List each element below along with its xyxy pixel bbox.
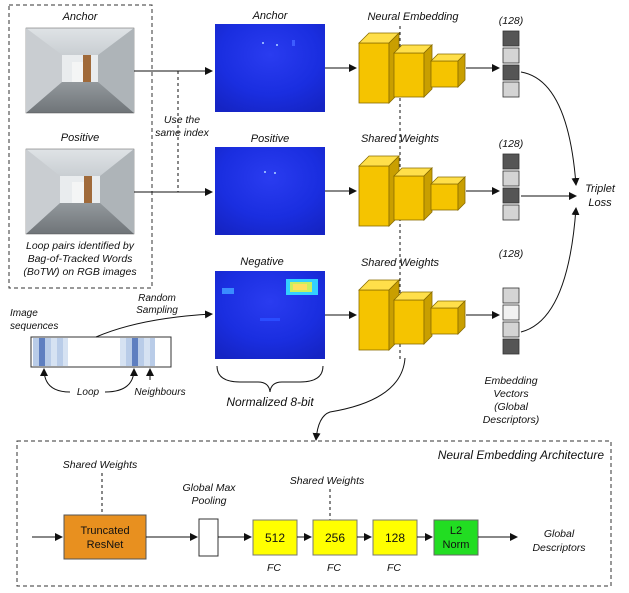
embedding-caption-line-3: (Global: [494, 401, 529, 413]
embedding-cell: [502, 64, 520, 81]
fc-label-3: FC: [387, 562, 401, 574]
cnn-block-medium: [393, 291, 433, 345]
embedding-vectors-layer: [502, 30, 520, 355]
cnn-block-large: [358, 279, 400, 351]
fc-256-label: 256: [325, 531, 345, 545]
embedding-vector-1: [502, 30, 520, 98]
cnn-block-medium: [393, 44, 433, 98]
random-sampling-line-1: Random: [138, 293, 176, 304]
embedding-cell: [502, 47, 520, 64]
architecture-panel: Neural Embedding Architecture Shared Wei…: [16, 440, 612, 587]
image-sequence-strip: [30, 336, 172, 368]
same-index-line-1: Use the: [164, 114, 200, 126]
pool-line-1: Global Max: [182, 482, 236, 494]
embedding-cell: [502, 287, 520, 304]
cnn-block-large: [358, 32, 400, 104]
rgb-caption-line-1: Loop pairs identified by: [26, 240, 135, 252]
loop-arrow-left: [40, 368, 71, 393]
rgb-caption-line-2: Bag-of-Tracked Words: [28, 253, 134, 265]
neural-embedding-label: Neural Embedding: [367, 11, 459, 23]
rgb-positive-image: [25, 148, 135, 235]
triplet-arrow-anchor: [520, 71, 580, 186]
cnn-stack-2: [358, 155, 466, 227]
embedding-cell: [502, 321, 520, 338]
embedding-cell: [502, 170, 520, 187]
global-max-pool-block: [198, 518, 219, 557]
resnet-line-1: Truncated: [80, 525, 129, 537]
embedding-dim-label-3: (128): [499, 248, 524, 260]
fc-128-block: [372, 519, 418, 556]
shared-weights-label-1: Shared Weights: [361, 133, 440, 145]
embedding-cell: [502, 81, 520, 98]
thermal-positive-label: Positive: [251, 133, 290, 145]
embedding-cell: [502, 204, 520, 221]
cnn-block-small: [430, 53, 466, 88]
embedding-cell: [502, 187, 520, 204]
thermal-anchor-label: Anchor: [252, 10, 289, 22]
architecture-shared-weights-a: Shared Weights: [63, 459, 138, 471]
cnn-block-large: [358, 155, 400, 227]
triplet-arrow-negative: [520, 207, 580, 333]
embedding-caption-line-2: Vectors: [493, 388, 529, 400]
rgb-positive-label: Positive: [61, 132, 100, 144]
architecture-shared-weights-b: Shared Weights: [290, 475, 365, 487]
triplet-loss-line-1: Triplet: [585, 183, 616, 195]
fc-512-label: 512: [265, 531, 285, 545]
rgb-anchor-image: [25, 27, 135, 114]
normalized-brace: [216, 365, 324, 393]
random-sampling-line-2: Sampling: [136, 305, 178, 316]
truncated-resnet-block: [63, 514, 147, 560]
thermal-positive-image: [215, 147, 325, 235]
embedding-caption-line-4: Descriptors): [483, 414, 540, 426]
loop-label: Loop: [77, 387, 100, 398]
cnn-block-small: [430, 300, 466, 335]
architecture-detail-arrow: [312, 357, 406, 441]
random-sampling-arrow: [95, 310, 213, 338]
pool-line-2: Pooling: [191, 495, 226, 507]
architecture-panel-border: [16, 440, 612, 587]
triplet-loss-line-2: Loss: [588, 197, 612, 209]
fc-128-label: 128: [385, 531, 405, 545]
loop-arrow-right: [104, 368, 138, 393]
resnet-line-2: ResNet: [87, 539, 124, 551]
thermal-anchor-image: [215, 24, 325, 112]
cnn-block-medium: [393, 167, 433, 221]
normalized-label: Normalized 8-bit: [226, 395, 314, 409]
embedding-dim-label-2: (128): [499, 138, 524, 150]
output-line-1: Global: [544, 528, 575, 540]
fc-label-2: FC: [327, 562, 341, 574]
rgb-anchor-label: Anchor: [62, 11, 99, 23]
cnn-block-small: [430, 176, 466, 211]
embedding-cell: [502, 338, 520, 355]
fc-label-1: FC: [267, 562, 281, 574]
thermal-negative-label: Negative: [240, 256, 283, 268]
image-sequences-line-2: sequences: [10, 321, 58, 332]
cnn-stack-3: [358, 279, 466, 351]
cnn-stack-1: [358, 32, 466, 104]
embedding-cell: [502, 153, 520, 170]
cnn-blocks-layer: [358, 32, 466, 351]
embedding-cell: [502, 304, 520, 321]
rgb-panel: Anchor Positive Loop pairs identified by…: [8, 4, 153, 289]
embedding-cell: [502, 30, 520, 47]
embedding-vector-3: [502, 287, 520, 355]
image-sequences-line-1: Image: [10, 308, 38, 319]
l2-line-2: Norm: [443, 539, 470, 551]
embedding-caption-line-1: Embedding: [484, 375, 537, 387]
architecture-title: Neural Embedding Architecture: [438, 448, 605, 462]
same-index-line-2: same index: [155, 127, 209, 139]
output-line-2: Descriptors: [532, 542, 586, 554]
rgb-caption-line-3: (BoTW) on RGB images: [23, 266, 137, 278]
embedding-vector-2: [502, 153, 520, 221]
embedding-dim-label-1: (128): [499, 15, 524, 27]
l2-line-1: L2: [450, 525, 462, 537]
neighbours-label: Neighbours: [134, 387, 185, 398]
thermal-negative-image: [215, 271, 325, 359]
rgb-panel-border: [8, 4, 153, 289]
